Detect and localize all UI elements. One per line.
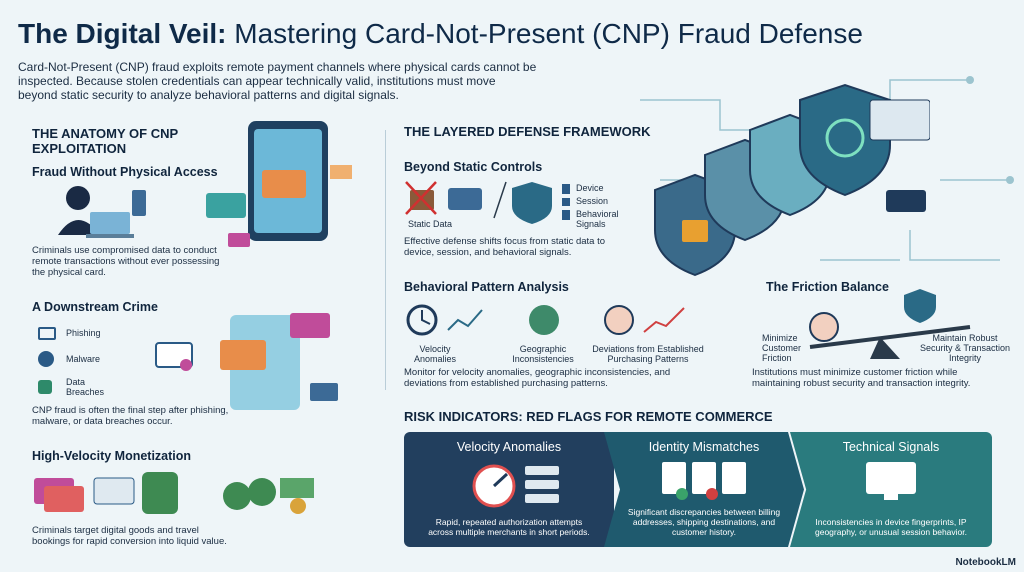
risk-heading: Risk Indicators: Red Flags for Remote Co… bbox=[404, 409, 773, 424]
list-item: Data Breaches bbox=[38, 372, 116, 402]
panel-text: Rapid, repeated authorization attempts a… bbox=[428, 517, 590, 537]
s2-list: Phishing Malware Data Breaches bbox=[38, 320, 116, 402]
panel-title: Identity Mismatches bbox=[648, 440, 760, 454]
page-title: The Digital Veil: Mastering Card-Not-Pre… bbox=[18, 18, 1008, 50]
friction-title: The Friction Balance bbox=[766, 280, 889, 294]
behavior-label-2: Geographic Inconsistencies bbox=[512, 344, 574, 364]
s3-text: Criminals target digital goods and trave… bbox=[32, 525, 227, 547]
s1-title: Fraud Without Physical Access bbox=[32, 165, 218, 179]
documents-icon bbox=[662, 462, 746, 500]
s2-text: CNP fraud is often the final step after … bbox=[32, 405, 229, 427]
balance-scale-illustration bbox=[809, 289, 971, 359]
signal-behavioral: Behavioral Signals bbox=[576, 209, 619, 229]
risk-panel-technical: Technical Signals Inconsistencies in dev… bbox=[790, 432, 992, 547]
behavior-text: Monitor for velocity anomalies, geograph… bbox=[404, 367, 671, 389]
panel-text: Inconsistencies in device fingerprints, … bbox=[815, 517, 967, 537]
static-data-label: Static Data bbox=[408, 219, 453, 229]
friction-left: Minimize Customer Friction bbox=[762, 333, 802, 363]
hacker-laptop-icon bbox=[58, 186, 146, 238]
behavior-label-1: Velocity Anomalies bbox=[413, 344, 457, 364]
title-rest: Mastering Card-Not-Present (CNP) Fraud D… bbox=[234, 18, 863, 49]
mail-icon bbox=[38, 326, 56, 340]
column-divider bbox=[385, 130, 386, 390]
layered-shields-illustration bbox=[654, 83, 930, 277]
friction-right: Maintain Robust Security & Transaction I… bbox=[919, 333, 1011, 363]
gauge-icon bbox=[472, 464, 559, 508]
behavior-title: Behavioral Pattern Analysis bbox=[404, 280, 569, 294]
friction-text: Institutions must minimize customer fric… bbox=[752, 367, 971, 389]
s2-title: A Downstream Crime bbox=[32, 300, 158, 314]
intro-text: Card-Not-Present (CNP) fraud exploits re… bbox=[18, 60, 537, 102]
money-illustration bbox=[34, 472, 314, 514]
phone-card-illustration bbox=[206, 121, 352, 247]
anatomy-heading: The Anatomy of CNP Exploitation bbox=[32, 126, 178, 156]
signal-device: Device bbox=[576, 183, 604, 193]
panel-title: Velocity Anomalies bbox=[456, 440, 562, 454]
framework-heading: The Layered Defense Framework bbox=[404, 124, 651, 139]
static-text: Effective defense shifts focus from stat… bbox=[404, 236, 606, 258]
panel-text: Significant discrepancies between billin… bbox=[627, 507, 781, 537]
behavior-label-3: Deviations from Established Purchasing P… bbox=[592, 344, 704, 364]
panel-title: Technical Signals bbox=[842, 440, 940, 454]
screens-illustration bbox=[155, 313, 338, 410]
monitor-icon bbox=[866, 462, 916, 500]
list-item: Malware bbox=[38, 346, 116, 372]
behavior-icons bbox=[406, 304, 685, 336]
s3-title: High-Velocity Monetization bbox=[32, 449, 192, 463]
brand-label: NotebookLM bbox=[955, 557, 1016, 568]
s1-text: Criminals use compromised data to conduc… bbox=[32, 245, 220, 278]
risk-panel-identity: Identity Mismatches Significant discrepa… bbox=[604, 432, 804, 547]
signal-session: Session bbox=[576, 196, 609, 206]
bug-icon bbox=[38, 351, 54, 367]
lock-icon bbox=[38, 380, 52, 394]
signal-list: Device Session Behavioral Signals bbox=[576, 183, 646, 229]
title-bold: The Digital Veil: bbox=[18, 18, 227, 49]
static-controls-illustration bbox=[405, 181, 570, 224]
static-title: Beyond Static Controls bbox=[404, 160, 543, 174]
risk-panel-velocity: Velocity Anomalies Rapid, repeated autho… bbox=[404, 432, 614, 547]
list-item: Phishing bbox=[38, 320, 116, 346]
